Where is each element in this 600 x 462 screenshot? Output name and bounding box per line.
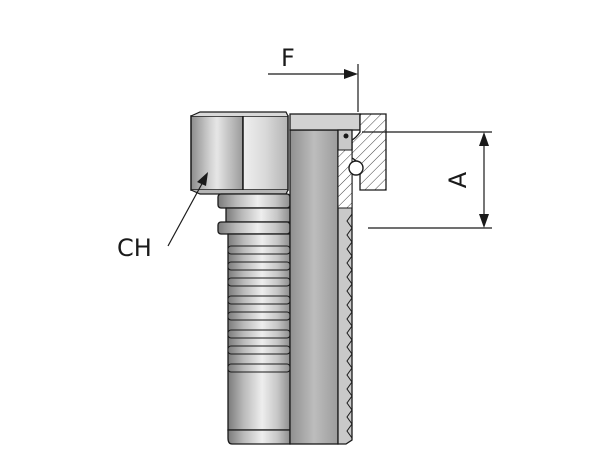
- stem-ribs: [227, 245, 291, 373]
- hex-nut-right-face: [242, 115, 289, 191]
- seat-point: [343, 133, 349, 139]
- stem-wall-rib: [346, 423, 353, 439]
- stem-rib: [227, 295, 291, 305]
- dimension-a: [362, 131, 492, 229]
- stem-neck: [225, 207, 291, 223]
- stem-wall-rib: [346, 325, 353, 341]
- dimension-f: [268, 64, 359, 112]
- stem-wall-rib: [346, 381, 353, 397]
- stem-wall-rib: [346, 255, 353, 271]
- stem-wall-rib: [346, 367, 353, 383]
- nut-cap: [289, 113, 361, 131]
- dim-f-arrowhead: [344, 69, 358, 79]
- dimension-label-f: F: [281, 44, 295, 72]
- stem-collar-2: [217, 221, 291, 235]
- stem-wall-rib: [346, 409, 353, 425]
- stem-wall-rib: [346, 241, 353, 257]
- callout-label-ch: CH: [117, 234, 152, 262]
- locking-ball: [348, 160, 364, 176]
- stem-wall-rib: [346, 395, 353, 411]
- dimension-label-a: A: [444, 171, 473, 189]
- stem-rib: [227, 277, 291, 287]
- stem-wall-rib: [346, 269, 353, 285]
- stem-rib: [227, 345, 291, 355]
- leader-ch: [167, 172, 208, 247]
- stem-wall-rib: [346, 339, 353, 355]
- stem-wall-rib: [346, 353, 353, 369]
- stem-rib: [227, 245, 291, 255]
- stem-wall-hatch: [337, 149, 353, 209]
- stem-collar: [217, 193, 291, 209]
- stem-wall-rib: [346, 227, 353, 243]
- hex-nut-chamfer: [190, 111, 289, 117]
- stem-rib: [227, 363, 291, 373]
- stem-wall-rib: [346, 213, 353, 229]
- ch-leader-line: [167, 179, 205, 247]
- ch-leader-arrow: [197, 172, 208, 186]
- bore: [289, 129, 339, 445]
- stem-wall-rib: [346, 311, 353, 327]
- hex-nut-left-face: [190, 115, 244, 191]
- stem-wall-rib: [346, 297, 353, 313]
- stem-tip: [227, 429, 291, 445]
- stem-rib: [227, 261, 291, 271]
- stem-wall-ribs: [346, 213, 353, 439]
- dim-a-arrow-bottom: [479, 214, 489, 228]
- cross-section: [289, 113, 387, 445]
- stem-wall-rib: [346, 283, 353, 299]
- dim-a-arrow-top: [479, 132, 489, 146]
- hose-stem: [217, 193, 291, 445]
- stem-rib: [227, 311, 291, 321]
- stem-rib: [227, 329, 291, 339]
